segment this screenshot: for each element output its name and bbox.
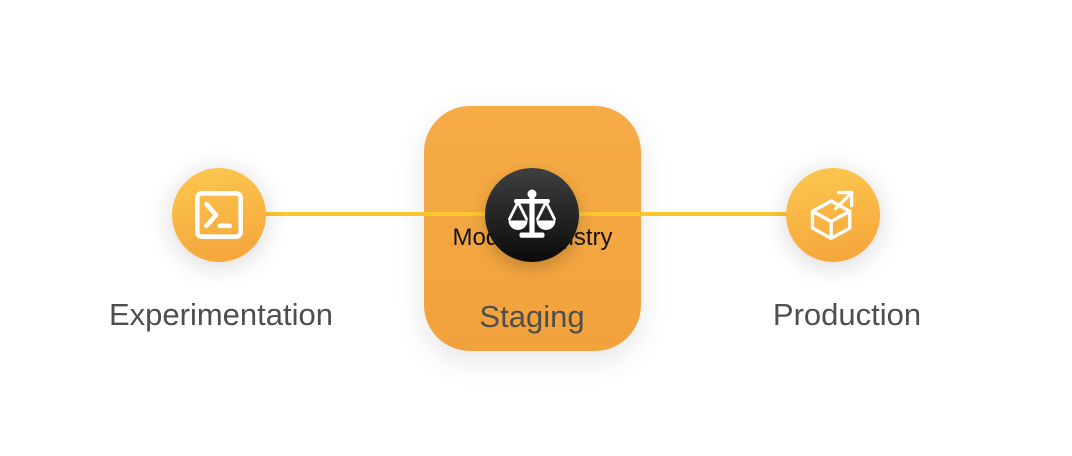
stage-node-production (786, 168, 880, 262)
stage-node-experimentation (172, 168, 266, 262)
stage-label-experimentation: Experimentation (108, 297, 334, 332)
balance-scale-icon (502, 185, 562, 245)
model-registry-card: Model Registry (424, 106, 641, 351)
model-registry-badge (485, 168, 579, 262)
cube-arrow-icon (805, 187, 861, 243)
terminal-icon (194, 190, 244, 240)
stage-label-staging: Staging (479, 299, 585, 334)
stage-label-production: Production (772, 297, 922, 332)
